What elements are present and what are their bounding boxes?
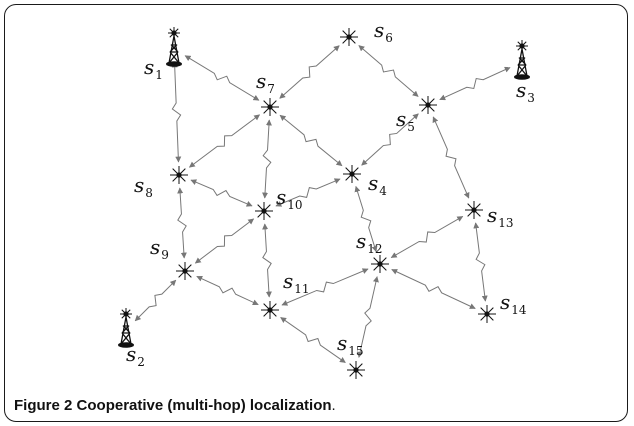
node-label-s9: s9 <box>150 235 169 262</box>
node-label-s7: s7 <box>256 69 275 96</box>
link-s10-s11 <box>262 223 272 298</box>
link-s10-s9 <box>194 218 255 264</box>
link-s13-s14 <box>473 222 488 302</box>
node-label-s6: s6 <box>374 18 393 45</box>
node-s4: s4 <box>343 165 387 198</box>
node-s2: s2 <box>118 308 145 369</box>
sensor-node-icon <box>371 255 389 273</box>
node-label-s13: s13 <box>487 203 514 230</box>
node-label-s8: s8 <box>134 173 153 200</box>
node-label-s11: s11 <box>283 269 310 296</box>
nodes-layer: s1 s2 s3 s4 s5 s6 s7 s8 s9 s10 s11 s12 s13 s14 s15 <box>118 18 535 379</box>
sensor-node-icon <box>340 28 358 46</box>
link-s1-s8 <box>171 61 182 163</box>
node-label-s14: s14 <box>500 290 527 317</box>
anchor-tower-icon <box>118 308 134 348</box>
node-s12: s12 <box>356 229 389 273</box>
link-s5-s13 <box>432 116 470 199</box>
link-s9-s11 <box>196 275 259 306</box>
caption-text: Cooperative (multi-hop) localization <box>76 397 332 414</box>
link-s7-s8 <box>188 114 261 168</box>
caption-period: . <box>331 397 336 414</box>
link-s2-s9 <box>134 279 177 322</box>
link-s8-s9 <box>177 187 187 259</box>
link-s12-s13 <box>390 216 464 258</box>
node-label-s15: s15 <box>337 331 364 358</box>
node-label-s12: s12 <box>356 229 383 256</box>
sensor-node-icon <box>255 202 273 220</box>
link-s4-s12 <box>354 185 378 253</box>
sensor-node-icon <box>343 165 361 183</box>
node-s13: s13 <box>465 201 514 230</box>
link-s3-s5 <box>439 66 511 101</box>
sensor-node-icon <box>170 166 188 184</box>
link-s12-s11 <box>281 268 369 306</box>
node-s10: s10 <box>255 185 303 220</box>
sensor-node-icon <box>465 201 483 219</box>
link-s1-s7 <box>184 55 260 101</box>
link-s7-s4 <box>279 114 343 167</box>
sensor-node-icon <box>261 98 279 116</box>
link-s6-s7 <box>279 45 340 99</box>
node-label-s10: s10 <box>276 185 303 212</box>
sensor-node-icon <box>261 301 279 319</box>
node-s9: s9 <box>150 235 194 280</box>
sensor-node-icon <box>176 262 194 280</box>
node-s7: s7 <box>256 69 279 116</box>
link-s12-s14 <box>391 269 476 309</box>
node-s14: s14 <box>478 290 527 323</box>
node-label-s1: s1 <box>144 55 163 82</box>
links-layer <box>134 45 511 363</box>
sensor-node-icon <box>419 96 437 114</box>
link-s11-s15 <box>280 317 346 363</box>
caption-label: Figure 2 <box>14 397 73 414</box>
node-s15: s15 <box>337 331 365 379</box>
sensor-node-icon <box>478 305 496 323</box>
node-label-s3: s3 <box>516 78 535 105</box>
link-s5-s4 <box>361 113 419 166</box>
node-label-s2: s2 <box>126 342 145 369</box>
node-s11: s11 <box>261 269 310 319</box>
anchor-tower-icon <box>166 27 182 67</box>
link-s12-s15 <box>357 276 379 358</box>
node-s1: s1 <box>144 27 182 82</box>
link-s6-s5 <box>358 45 419 97</box>
node-s3: s3 <box>514 40 535 105</box>
sensor-node-icon <box>347 361 365 379</box>
node-s8: s8 <box>134 166 188 200</box>
anchor-tower-icon <box>514 40 530 80</box>
node-s6: s6 <box>340 18 393 46</box>
figure-caption: Figure 2 Cooperative (multi-hop) localiz… <box>14 397 336 414</box>
link-s7-s10 <box>262 119 272 199</box>
node-label-s4: s4 <box>368 171 387 198</box>
node-label-s5: s5 <box>396 107 415 134</box>
link-s10-s4 <box>275 178 341 207</box>
link-s8-s10 <box>190 179 253 207</box>
node-s5: s5 <box>396 96 437 134</box>
